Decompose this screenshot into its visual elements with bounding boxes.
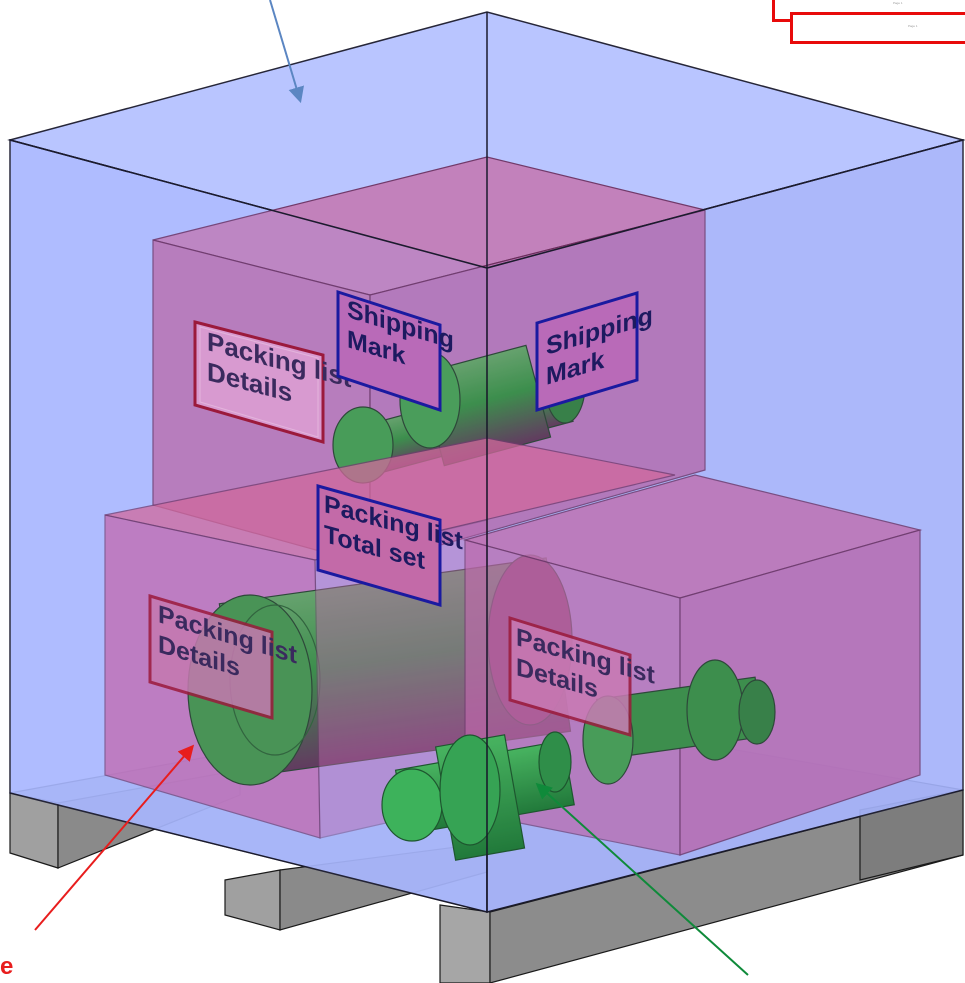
pallet-block: [224, 869, 281, 931]
shaft-part-loose: [381, 731, 575, 861]
arrow-loose-part: [535, 782, 749, 976]
shaft-part-upper: [332, 344, 586, 484]
pallet-block: [439, 904, 491, 983]
pallet-block: [9, 792, 59, 869]
label-plate-packing-top: Packing list Details: [193, 320, 352, 444]
document-page-label: Page 1: [908, 24, 918, 28]
document-page-front: Page 1: [790, 12, 965, 44]
label-plate-shipping-right: Shipping Mark: [535, 290, 653, 413]
arrow-inner-box: [34, 744, 195, 931]
callout-caption-partial: e: [0, 953, 14, 980]
arrow-outer-case: [269, 0, 304, 104]
document-page-label: Page 1: [893, 1, 903, 5]
